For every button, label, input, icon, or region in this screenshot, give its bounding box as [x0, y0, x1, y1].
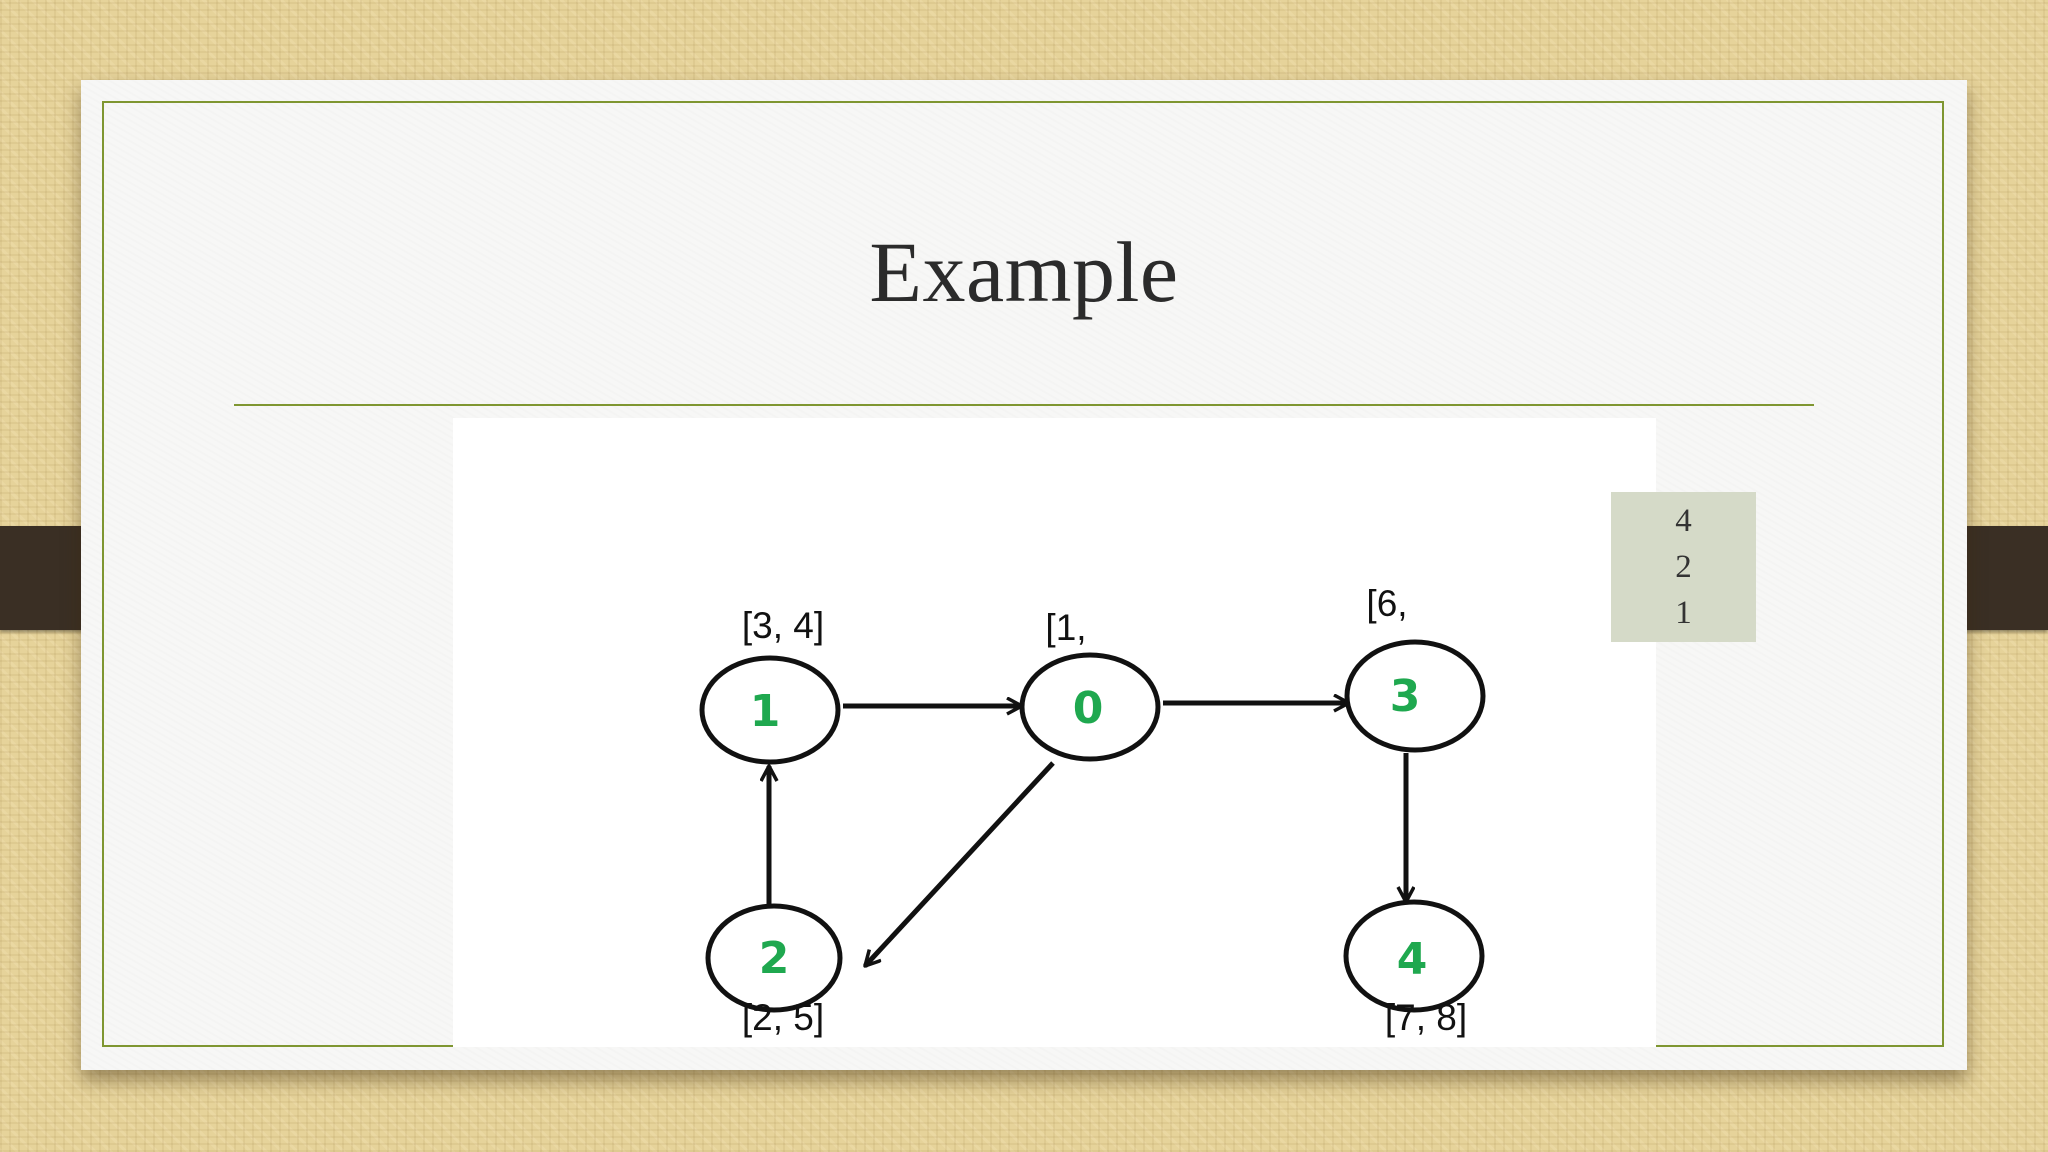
stack-item: 2 [1675, 549, 1692, 585]
interval-label-node-1: [3, 4] [742, 605, 824, 646]
slide: Example 1 0 [81, 80, 1967, 1070]
title-divider [234, 404, 1814, 406]
interval-label-node-0: [1, [1045, 607, 1086, 648]
node-label: 0 [1073, 683, 1104, 734]
graph-node-3: 3 [1344, 639, 1486, 753]
stack-item: 1 [1675, 595, 1692, 631]
stack-box: 4 2 1 [1611, 492, 1756, 642]
graph-node-4: 4 [1343, 899, 1485, 1013]
node-label: 1 [750, 686, 781, 737]
interval-label-node-4: [7, 8] [1385, 997, 1467, 1038]
edge-0-to-2 [863, 761, 1055, 966]
node-label: 3 [1390, 671, 1421, 722]
slide-title: Example [869, 224, 1179, 320]
interval-label-node-3: [6, [1366, 583, 1407, 624]
graph-svg: 1 0 3 2 4 [3, 4] [1, [699, 583, 1486, 1038]
graph-node-1: 1 [699, 655, 841, 765]
graph-node-2: 2 [705, 903, 843, 1013]
stack-item: 4 [1675, 503, 1692, 539]
graph-node-0: 0 [1019, 652, 1161, 762]
graph-diagram: 1 0 3 2 4 [3, 4] [1, [453, 418, 1656, 1047]
interval-label-node-2: [2, 5] [742, 997, 824, 1038]
node-label: 4 [1397, 934, 1428, 985]
node-label: 2 [759, 933, 790, 984]
